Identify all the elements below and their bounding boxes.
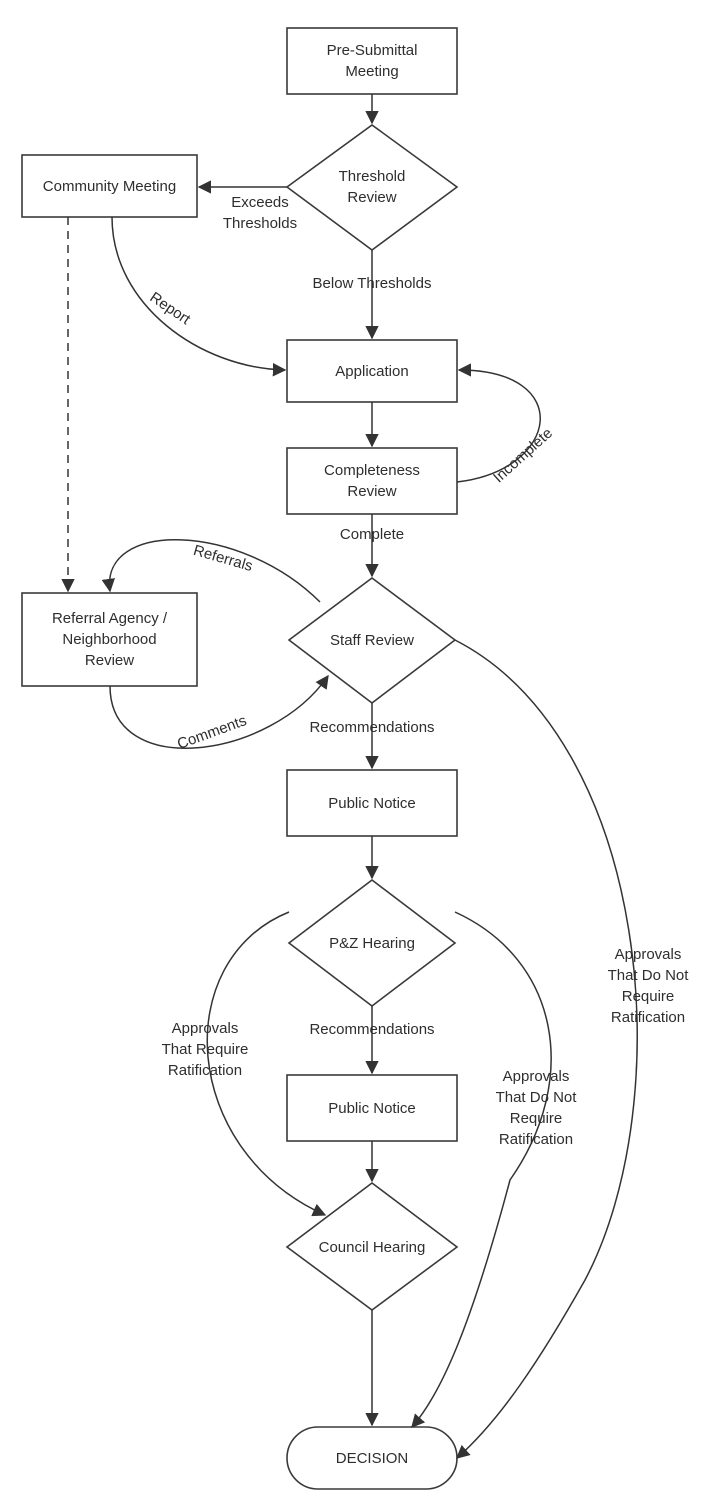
public-notice-1-label: Public Notice (328, 794, 416, 812)
public-notice-2-label: Public Notice (328, 1099, 416, 1117)
edge-community-application-report (111, 216, 287, 377)
staff-review-label: Staff Review (330, 631, 414, 649)
edge-staff-decision-no-ratification (454, 639, 638, 1459)
edge-pz-decision-no-ratification (411, 911, 552, 1429)
pre-submittal-meeting-label: Pre-Submittal Meeting (326, 42, 418, 80)
approvals-require-ratification-label: Approvals That Require Ratification (161, 1020, 249, 1079)
community-meeting-box (21, 154, 198, 218)
community-meeting-label: Community Meeting (42, 177, 177, 195)
decision-label: DECISION (335, 1449, 409, 1467)
edge-completeness-application-incomplete (456, 363, 541, 483)
application-box (286, 339, 458, 403)
pre-submittal-meeting-box (286, 27, 458, 95)
exceeds-thresholds-label: Exceeds Thresholds (222, 194, 298, 232)
completeness-review-box (286, 447, 458, 515)
referral-review-label: Referral Agency / Neighborhood Review (51, 610, 168, 669)
edge-staff-referral-referrals (101, 539, 321, 603)
recommendations-2-label: Recommendations (309, 1021, 435, 1038)
edge-pz-council-require (206, 911, 327, 1217)
referral-review-box (21, 592, 198, 687)
approvals-not-require-label-right: Approvals That Do Not Require Ratificati… (607, 946, 689, 1026)
public-notice-2-box (286, 1074, 458, 1142)
pz-hearing-label: P&Z Hearing (329, 934, 415, 952)
below-thresholds-label: Below Thresholds (312, 275, 432, 292)
public-notice-1-box (286, 769, 458, 837)
council-hearing-label: Council Hearing (318, 1238, 426, 1256)
completeness-review-label: Completeness Review (324, 462, 420, 500)
complete-label: Complete (339, 526, 405, 543)
approvals-not-require-label-middle: Approvals That Do Not Require Ratificati… (495, 1068, 577, 1148)
application-label: Application (335, 362, 409, 380)
recommendations-1-label: Recommendations (309, 719, 435, 736)
threshold-review-label: Threshold Review (338, 168, 406, 206)
edge-referral-staff-comments (109, 674, 329, 749)
